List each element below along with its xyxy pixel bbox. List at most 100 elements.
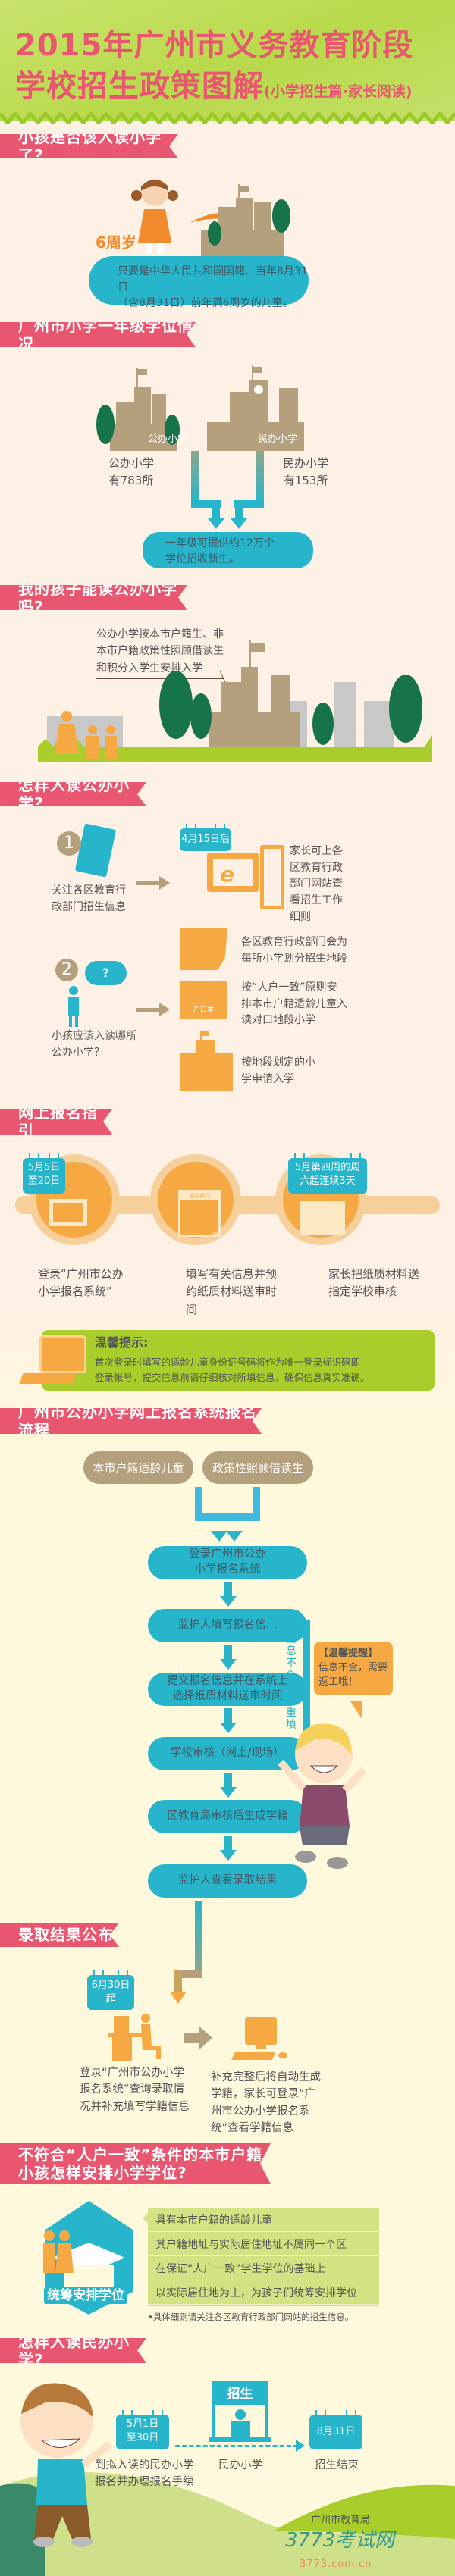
flow-step: 登录广州市公办 小学报名系统 — [148, 1546, 307, 1579]
tip-text: 首次登录时填写的适龄儿童身份证号码将作为唯一登录标识码即登录帐号，提交信息前请仔… — [95, 1355, 370, 1385]
flow-step: 提交报名信息并在系统上 选择纸质材料送审时间 — [148, 1673, 307, 1706]
boy-waving-illustration — [20, 2383, 113, 2547]
arrow-down-icon — [170, 1992, 187, 2004]
school-building-icon — [300, 1201, 345, 1235]
conditions-list: 具有本市户籍的适龄儿童其户籍地址与实际居住地址不属同一个区在保证“人户一致”学生… — [148, 2208, 379, 2306]
section-banner-results: 录取结果公布 — [0, 1923, 119, 1947]
page-subtitle: (小学招生篇·家长阅读) — [264, 83, 413, 100]
page-title-line2: 学校招生政策图解(小学招生篇·家长阅读) — [15, 70, 413, 103]
arrow-shaft — [136, 1008, 161, 1012]
online-step1-caption: 登录“广州市公办小学报名系统” — [38, 1267, 124, 1299]
section-banner-private: 怎样入读民办小学? — [0, 2338, 146, 2363]
step1-text: 关注各区教育行政部门招生信息 — [52, 884, 126, 913]
age-text-line1: 只要是中华人民共和国国籍、当年8月31日 — [118, 265, 308, 293]
flow-step: 区教育局审核后生成学籍 — [148, 1800, 307, 1833]
step-number-2: 2 — [55, 959, 78, 981]
document-icon — [74, 823, 117, 878]
banner-line1: 不符合“人户一致”条件的本市户籍 — [18, 2146, 263, 2164]
bubble-text: 信息不全，需要返工哦！ — [318, 1661, 388, 1688]
arrow-right-icon — [159, 876, 170, 890]
return-arrow-head-icon — [262, 1614, 275, 1632]
zigzag-divider — [0, 112, 455, 124]
date1-line1: 5月5日 — [27, 1162, 61, 1173]
section-banner-flow: 广州市公办小学网上报名系统报名流程 — [0, 1408, 262, 1434]
connector-left-h — [191, 500, 221, 508]
total-places-box: 一年级可提供约12万个学位招收新生。 — [143, 532, 313, 568]
private-date-calendar-2: 8月31日 — [309, 2410, 362, 2449]
footer-hills — [0, 2472, 455, 2576]
arrow-down-icon — [220, 1723, 237, 1733]
result-apply: 按地段划定的小学申请入学 — [241, 1056, 315, 1085]
house-label: 统筹安排学位 — [44, 2287, 127, 2305]
private-school-count: 民办小学有153所 — [283, 455, 328, 490]
section-banner-non-conforming: 不符合“人户一致”条件的本市户籍小孩怎样安排小学学位? — [0, 2143, 271, 2184]
section-banner-age: 小孩是否该入读小学了? — [0, 134, 178, 158]
arrow-shaft — [224, 1836, 232, 1851]
condition-row: 以实际居住地为主，为孩子们统筹安排学位 — [148, 2280, 379, 2305]
public-count: 有783所 — [108, 474, 154, 488]
computer-icon — [231, 2017, 287, 2060]
computer-icon — [49, 1199, 87, 1226]
date-calendar-3: 5月第四周的周六起连续3天 — [288, 1153, 367, 1194]
public-school-count: 公办小学有783所 — [108, 455, 154, 490]
age-label: 6周岁 — [96, 233, 136, 252]
private-name: 民办小学 — [283, 456, 329, 470]
section-banner-places: 广州市小学一年级学位情况 — [0, 322, 196, 347]
results-step2-caption: 补充完整后将自动生成学籍，家长可登录“广州市公办小学报名系统”查看学籍信息 — [211, 2071, 321, 2135]
keyboard-icon — [19, 1373, 77, 1384]
woman-icon — [68, 986, 79, 1027]
bubble-tail — [350, 1701, 362, 1720]
public-school-illustration — [96, 368, 180, 451]
return-line — [303, 1620, 310, 1764]
age-requirement-box: 只要是中华人民共和国国籍、当年8月31日（含8月31日）前年满6周岁的儿童。 — [89, 256, 309, 309]
arrow-down-icon — [231, 518, 247, 529]
arrow-down-icon — [208, 518, 224, 529]
cap1-line1: 到拟入读的民办小学 — [95, 2459, 194, 2471]
dept-label: 相关部门 — [189, 1193, 210, 1199]
private-school-illustration — [207, 365, 304, 451]
house-school-illustration — [43, 2201, 133, 2315]
arrow-shaft — [136, 881, 161, 885]
flow-merge-connector — [195, 1487, 260, 1521]
source-label: 广州市教育局 — [311, 2515, 371, 2526]
date1-line2: 至20日 — [27, 1175, 61, 1188]
sign-label: 招生 — [215, 2384, 265, 2405]
private-school-label: 民办小学 — [258, 434, 298, 445]
flow-line-down — [174, 1970, 182, 1993]
date-start: 5月1日 — [126, 2418, 159, 2430]
date-calendar-1: 5月5日至20日 — [23, 1153, 65, 1194]
sign-base — [209, 2437, 271, 2442]
condition-row: 在保证“人户一致”学生学位的基础上 — [148, 2256, 379, 2280]
banner-line2: 小孩怎样安排小学学位? — [18, 2164, 187, 2182]
arrow-shaft — [224, 1645, 232, 1660]
computer-keyboard-icon — [39, 1335, 86, 1373]
tip-box — [42, 1330, 435, 1391]
tip-bubble: 【温馨提醒】信息不全，需要返工哦！ — [314, 1642, 393, 1695]
step2-question: 小孩应该入读哪所公办小学？ — [52, 1030, 136, 1059]
desk-icon — [230, 2421, 250, 2437]
arrow-down-icon — [220, 1850, 237, 1861]
connector-right-h — [234, 500, 264, 508]
arrow-down-icon — [211, 1531, 228, 1542]
flow-line-bend — [174, 1970, 202, 1978]
date3-line2: 六起连续3天 — [300, 1175, 356, 1188]
online-step2-caption: 填写有关信息并预约纸质材料送审时间 — [186, 1267, 278, 1316]
condition-row: 其户籍地址与实际居住地址不属同一个区 — [148, 2232, 379, 2256]
eligibility-line2: 本市户籍政策性照顾借读生 — [96, 645, 224, 658]
arrow-shaft — [184, 2033, 200, 2043]
arrow-right-icon — [159, 1003, 170, 1016]
private-step1-caption: 到拟入读的民办小学报名并办理报名手续 — [95, 2457, 194, 2491]
step-number-1: 1 — [57, 831, 81, 856]
return-label: 信息不全，返回重填 — [285, 1633, 306, 1731]
girl-illustration — [131, 179, 178, 253]
computer-tower-icon — [260, 845, 284, 909]
person-at-desk-icon — [108, 2014, 161, 2061]
connector-left — [191, 451, 199, 504]
online-step3-caption: 家长把纸质材料送指定学校审核 — [328, 1267, 420, 1299]
section-banner-eligibility: 我的孩子能读公办小学吗? — [0, 585, 187, 610]
title-text: 学校招生政策图解 — [15, 69, 264, 104]
tip-line2: 登录帐号，提交信息前请仔细核对所填信息，确保信息真实准确。 — [95, 1372, 370, 1383]
connector — [235, 500, 243, 518]
arrow-shaft — [224, 1582, 232, 1597]
person-icon — [234, 2409, 246, 2420]
